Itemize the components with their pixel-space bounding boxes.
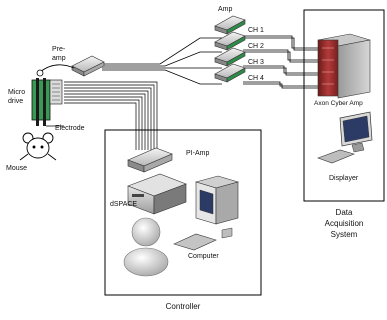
- microdrive-label-line2: drive: [8, 98, 23, 105]
- computer-label: Computer: [188, 253, 219, 260]
- monitor-icon: [339, 111, 373, 153]
- preamp-connector: [36, 69, 44, 77]
- das-label-line2: Acquisition: [325, 219, 364, 228]
- amp-label: Amp: [218, 6, 233, 13]
- controller-frame: [104, 129, 262, 296]
- ch1-label: CH 1: [248, 27, 264, 34]
- pi-amp-label: PI-Amp: [186, 150, 209, 157]
- mouse-label: Mouse: [6, 165, 27, 172]
- displayer-label: Displayer: [329, 175, 359, 182]
- person-icon: [123, 217, 169, 277]
- microdrive-icon: [31, 78, 63, 126]
- preamp-label-line1: Pre-: [52, 46, 66, 53]
- ch4-label: CH 4: [248, 75, 264, 82]
- preamp-icon: [71, 55, 105, 77]
- microdrive-to-piamp-wires: [64, 81, 158, 150]
- preamp-label-line2: amp: [52, 55, 66, 62]
- preamp-to-amp-wires: [102, 37, 222, 85]
- mouse-icon: [19, 132, 57, 161]
- keyboard-icon: [317, 149, 355, 164]
- preamp-cable: [39, 64, 75, 73]
- dspace-label: dSPACE: [110, 201, 137, 208]
- amp-to-rack-wires: [243, 35, 318, 89]
- das-label-line1: Data: [336, 208, 353, 217]
- ch2-label: CH 2: [248, 43, 264, 50]
- computer-icon: [173, 175, 240, 251]
- axon-label: Axon Cyber Amp: [314, 100, 363, 107]
- microdrive-label-line1: Micro: [8, 89, 25, 96]
- ch3-label: CH 3: [248, 59, 264, 66]
- controller-label: Controller: [166, 302, 201, 311]
- das-frame: [303, 9, 385, 202]
- electrode-label: Electrode: [55, 125, 85, 132]
- dspace-icon: [127, 173, 187, 215]
- das-label-line3: System: [331, 230, 358, 239]
- rack-icon: [317, 33, 371, 99]
- amplifier-icon: [214, 15, 246, 83]
- pi-amp-icon: [127, 147, 173, 173]
